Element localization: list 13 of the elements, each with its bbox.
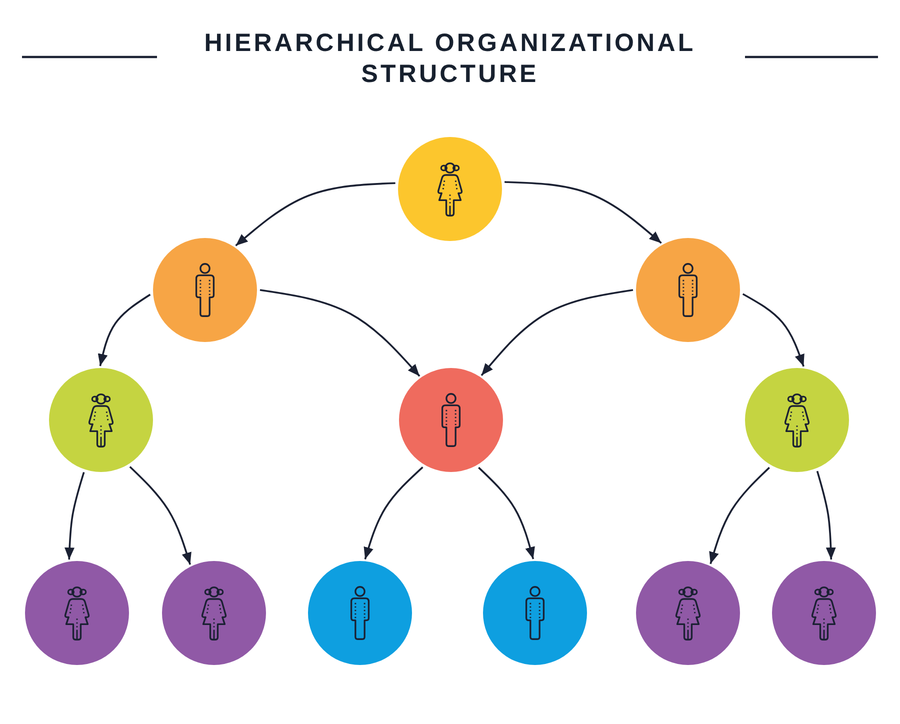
arrow	[478, 466, 535, 560]
arrow	[480, 289, 634, 376]
arrow	[816, 470, 836, 560]
arrow	[98, 294, 151, 366]
title: HIERARCHICAL ORGANIZATIONAL STRUCTURE	[203, 28, 697, 90]
arrow	[129, 466, 192, 565]
arrow	[504, 181, 662, 244]
arrow	[64, 472, 85, 560]
arrow	[742, 293, 804, 367]
arrow	[235, 182, 396, 246]
arrow	[709, 466, 770, 564]
arrow	[260, 289, 420, 377]
arrow	[364, 466, 424, 560]
